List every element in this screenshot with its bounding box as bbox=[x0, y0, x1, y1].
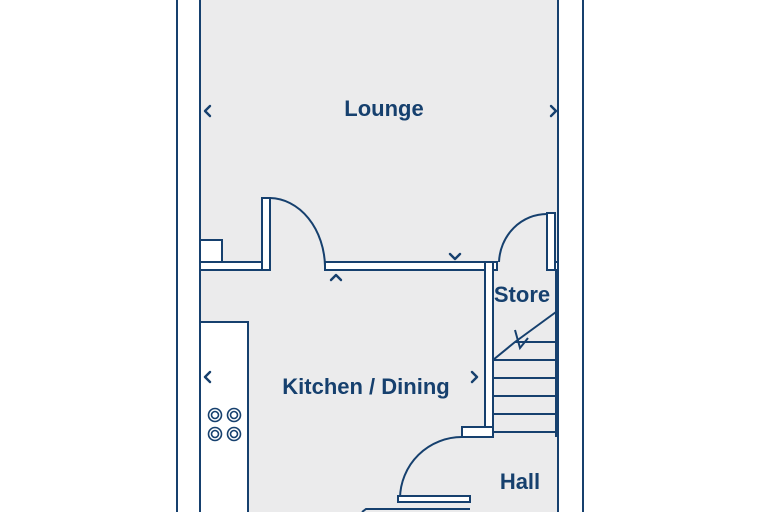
door-swing-icon bbox=[269, 197, 326, 267]
lounge-door bbox=[269, 197, 326, 267]
hob-burner-icon bbox=[207, 407, 242, 442]
hall-door bbox=[361, 436, 471, 512]
chevron-right-icon bbox=[470, 370, 479, 384]
chevron-down-icon bbox=[448, 252, 462, 261]
chevron-left-icon bbox=[203, 104, 212, 118]
room-label-kitchen-dining: Kitchen / Dining bbox=[282, 374, 449, 399]
door-swing-icon bbox=[399, 436, 463, 499]
door-swing-icon bbox=[498, 212, 548, 263]
chevron-up-icon bbox=[329, 273, 343, 282]
room-label-store: Store bbox=[494, 282, 550, 307]
store-door bbox=[498, 212, 548, 263]
room-label-hall: Hall bbox=[500, 469, 540, 494]
staircase-icon bbox=[492, 270, 557, 437]
chevron-left-icon bbox=[203, 370, 212, 384]
room-label-lounge: Lounge bbox=[344, 96, 423, 121]
chevron-right-icon bbox=[549, 104, 558, 118]
